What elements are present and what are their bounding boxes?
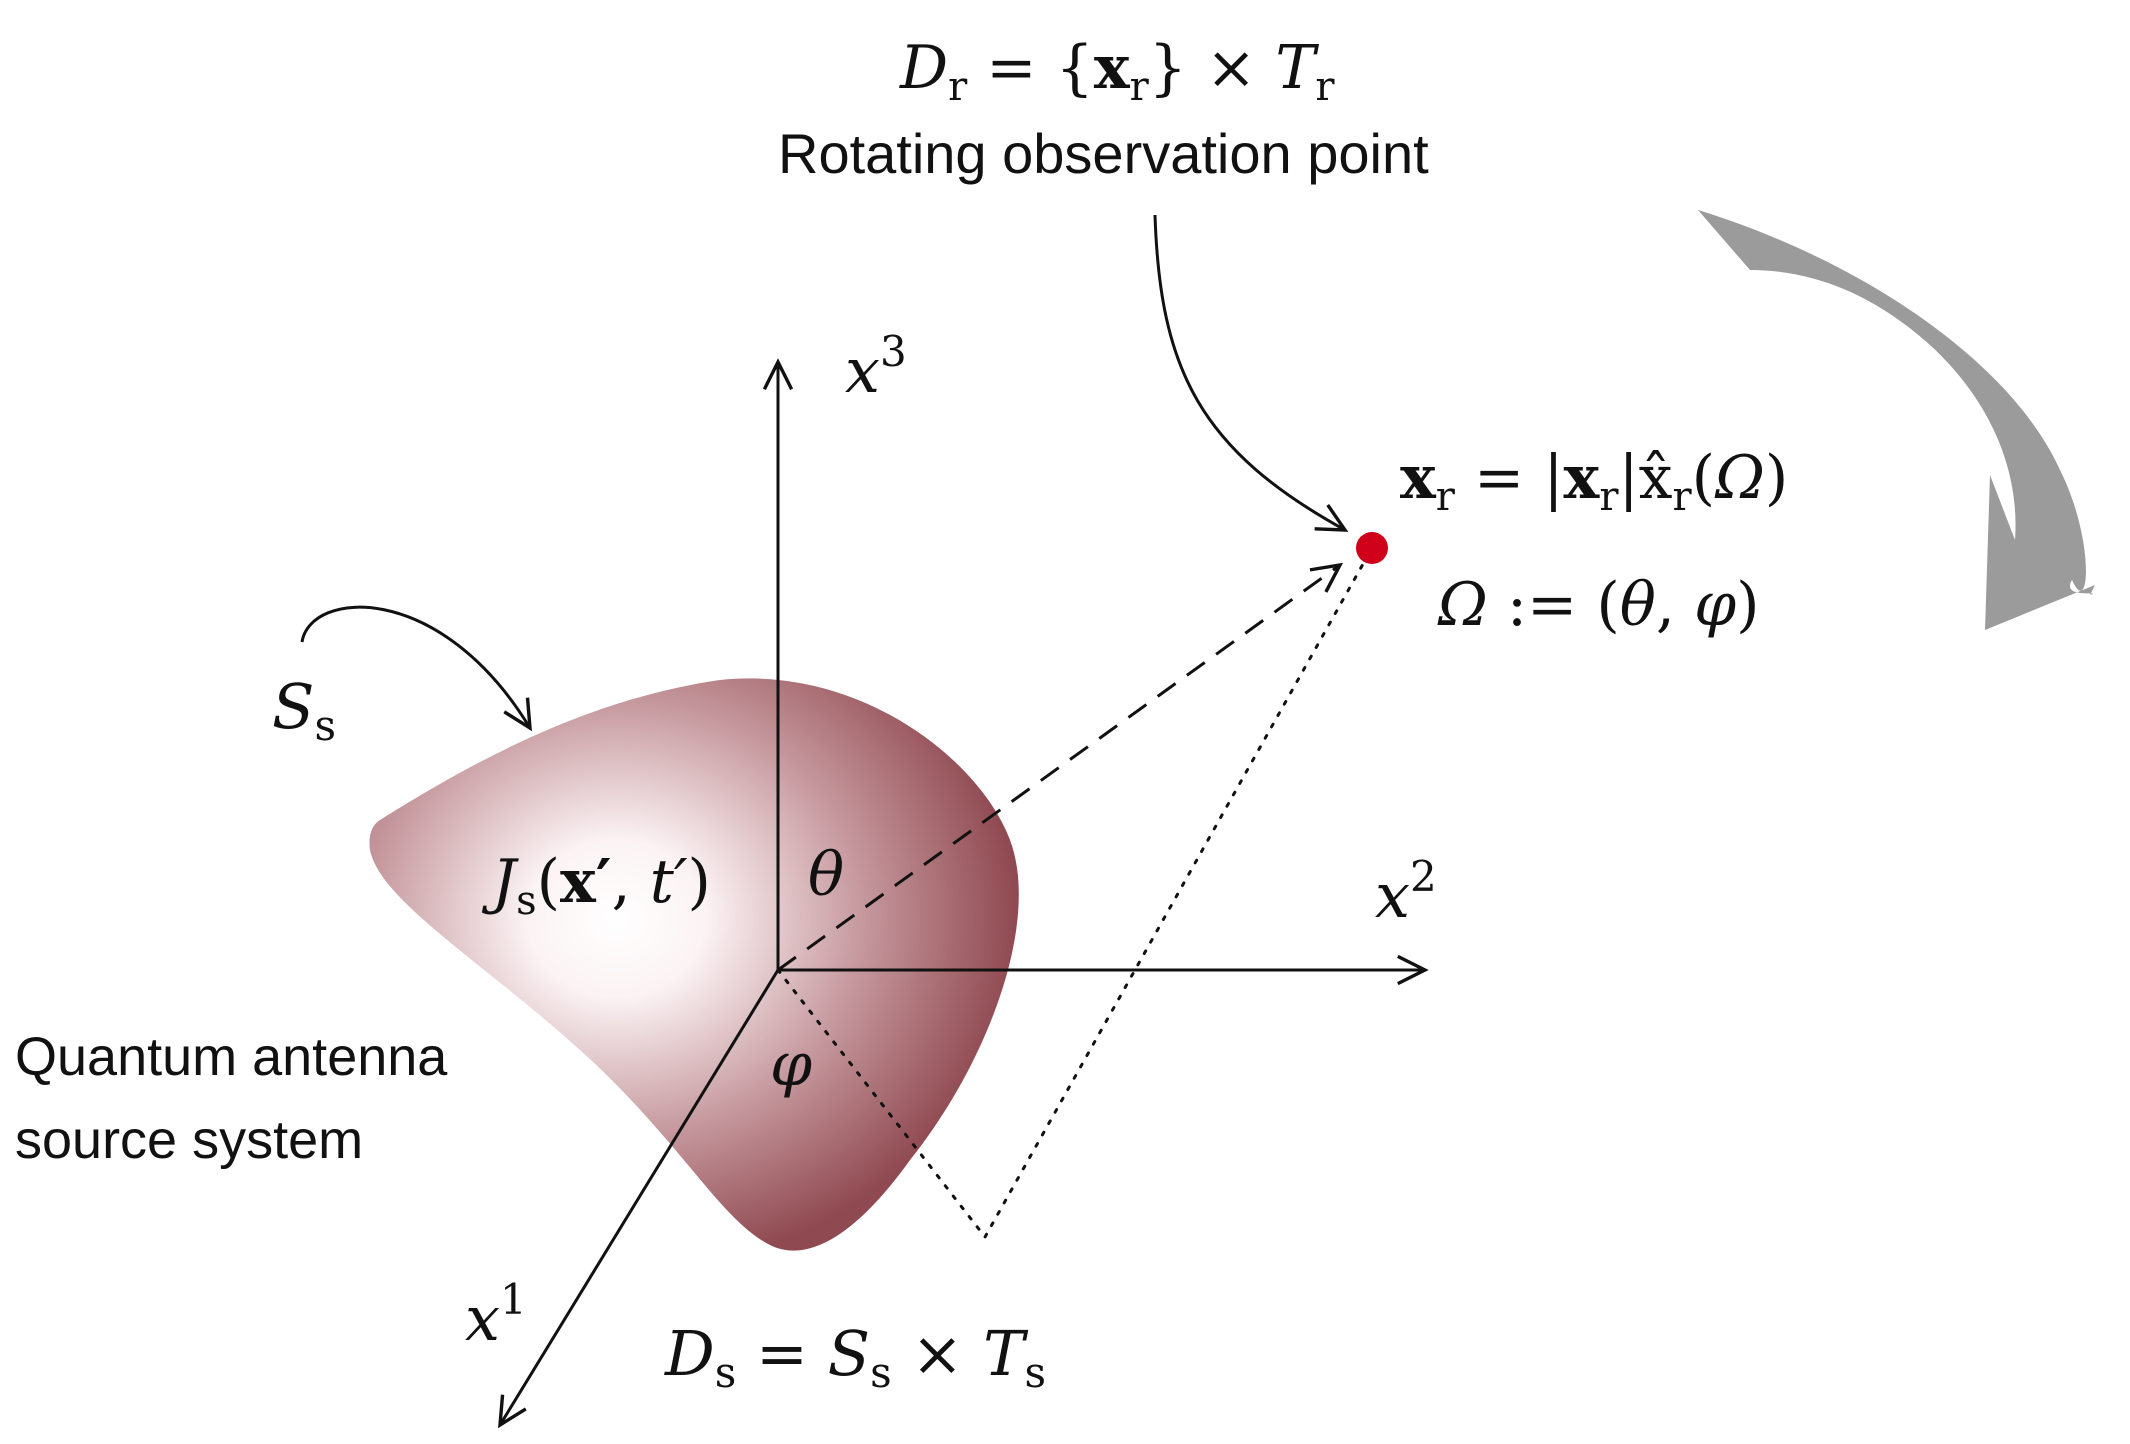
axis-x2-label: x2 <box>1375 852 1437 932</box>
axis-x1-label: x1 <box>465 1275 527 1355</box>
axis-x1-line <box>500 969 780 1425</box>
ss-pointer-arrow <box>300 605 530 728</box>
observation-position-equation: xr = |xr|x̂r(Ω) <box>1400 443 1788 520</box>
source-surface-label: Ss <box>272 670 336 750</box>
caption-pointer-arrow <box>1153 214 1345 530</box>
rotating-caption: Rotating observation point <box>778 122 1429 185</box>
theta-label: θ <box>808 840 844 910</box>
source-current-label: Js(x′, t′) <box>481 847 711 924</box>
observation-point <box>1356 532 1388 564</box>
source-caption: Quantum antenna source system <box>15 1027 462 1170</box>
phi-label: φ <box>770 1030 812 1100</box>
dotted-projection-line <box>776 546 1374 1240</box>
rotation-arrow-icon <box>1698 210 2095 630</box>
dashed-radius-line <box>777 565 1340 972</box>
omega-definition: Ω := (θ, φ) <box>1437 570 1760 640</box>
source-domain-equation: Ds = Ss × Ts <box>664 1317 1046 1397</box>
observation-domain-equation: Dr = {xr} × Tr <box>899 33 1335 110</box>
axis-x3-label: x3 <box>845 327 907 407</box>
source-blob <box>369 678 1019 1251</box>
